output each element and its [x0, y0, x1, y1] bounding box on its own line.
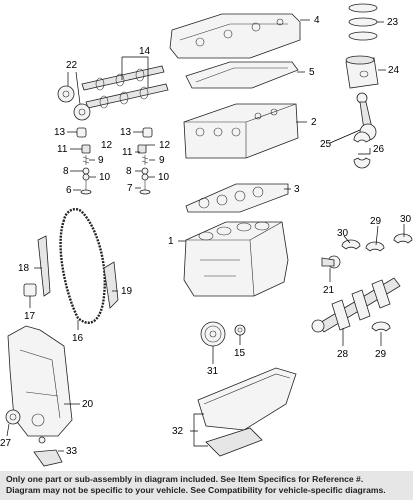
callout-7: 7: [127, 183, 133, 194]
callout-9a: 9: [98, 155, 104, 166]
callout-2: 2: [311, 117, 317, 128]
callout-28: 28: [337, 349, 349, 360]
callout-30b: 30: [400, 214, 412, 225]
callout-10a: 10: [99, 172, 111, 183]
callout-9b: 9: [159, 155, 165, 166]
camshafts: [81, 65, 169, 109]
callout-8a: 8: [63, 166, 69, 177]
main-bearings-upper: [341, 233, 413, 252]
cylinder-head: [183, 103, 299, 159]
chain-guide-left: [37, 235, 51, 297]
head-gasket: [185, 183, 289, 213]
disclaimer-banner: Only one part or sub-assembly in diagram…: [0, 471, 413, 500]
callout-32: 32: [172, 426, 184, 437]
valve-components-right: [137, 127, 153, 195]
oil-pan: [197, 367, 297, 457]
callout-29b: 29: [375, 349, 387, 360]
callout-14: 14: [139, 46, 151, 57]
callout-16: 16: [72, 333, 84, 344]
crank-sprocket: [321, 255, 341, 269]
callout-29a: 29: [370, 216, 382, 227]
callout-labels: 4 5 14 22 2 13 13 11 12 11 9 9 8 8 10 10…: [0, 15, 412, 457]
callout-11a: 11: [57, 144, 68, 155]
callout-27: 27: [0, 438, 12, 449]
valve-components-left: [76, 127, 92, 195]
rod-bearings: [353, 131, 371, 169]
timing-chain: [59, 208, 106, 324]
callout-13a: 13: [54, 127, 66, 138]
callout-20: 20: [82, 399, 94, 410]
timing-cover: [7, 325, 73, 437]
callout-33: 33: [66, 446, 78, 457]
valve-cover: [169, 13, 301, 59]
callout-21: 21: [323, 285, 335, 296]
valve-cover-gasket: [185, 61, 299, 89]
callout-30a: 30: [337, 228, 349, 239]
callout-3: 3: [294, 184, 300, 195]
callout-19: 19: [121, 286, 133, 297]
piston-rings: [348, 3, 378, 41]
engine-parts-diagram: 4 5 14 22 2 13 13 11 12 11 9 9 8 8 10 10…: [0, 3, 413, 467]
chain-tensioner: [23, 283, 37, 297]
leaders-right-valves: [133, 131, 155, 189]
pulley-bolt: [234, 324, 246, 336]
callout-25: 25: [320, 139, 332, 150]
crank-seal: [5, 409, 21, 425]
callout-5: 5: [309, 67, 315, 78]
callout-22: 22: [66, 60, 78, 71]
cam-phasers: [57, 85, 91, 121]
mount-bracket: [33, 436, 63, 467]
crankshaft: [311, 277, 401, 333]
leaders-left-valves: [67, 131, 96, 191]
callout-10b: 10: [158, 172, 170, 183]
callout-13b: 13: [120, 127, 132, 138]
thrust-bearing: [371, 321, 391, 332]
callout-4: 4: [314, 15, 320, 26]
callout-24: 24: [388, 65, 400, 76]
callout-26: 26: [373, 144, 385, 155]
callout-18: 18: [18, 263, 30, 274]
callout-11b: 11: [122, 147, 133, 158]
callout-12b: 12: [159, 140, 171, 151]
callout-23: 23: [387, 17, 399, 28]
callout-6: 6: [66, 185, 72, 196]
engine-block: [183, 221, 289, 297]
callout-15: 15: [234, 348, 246, 359]
disclaimer-line-1: Only one part or sub-assembly in diagram…: [6, 474, 364, 484]
callout-1: 1: [168, 236, 174, 247]
disclaimer-line-2: Diagram may not be specific to your vehi…: [6, 485, 386, 495]
callout-31: 31: [207, 366, 219, 377]
crank-pulley: [200, 321, 226, 347]
piston: [345, 55, 379, 89]
callout-8b: 8: [126, 166, 132, 177]
tensioner-arm: [103, 261, 119, 309]
callout-17: 17: [24, 311, 36, 322]
callout-12a: 12: [101, 140, 113, 151]
